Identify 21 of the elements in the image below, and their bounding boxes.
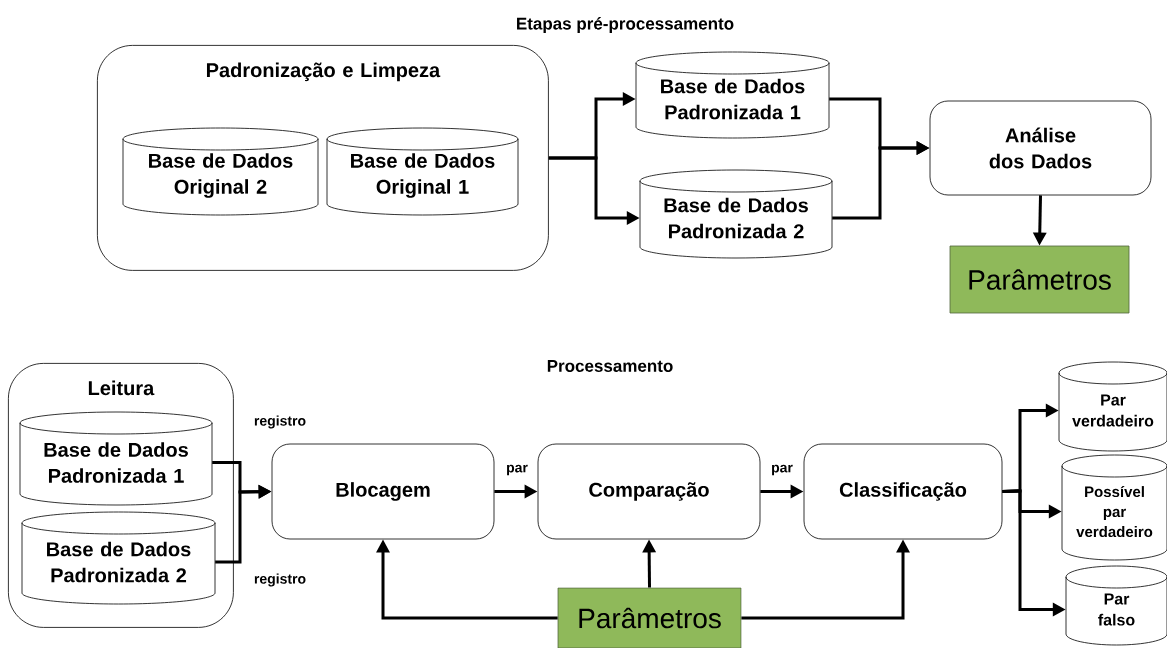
database-cylinder: Base de Dados Padronizada 2 [639,169,833,259]
database-cylinder: Base de Dados Padronizada 2 [21,511,216,605]
section-heading: Processamento [547,360,673,372]
edge-label: registro [252,572,308,588]
parameter-box: Parâmetros [557,587,742,648]
edge-label: par [505,463,529,477]
database-cylinder: Base de Dados Original 2 [122,127,319,216]
database-cylinder: Base de Dados Padronizada 1 [19,411,213,506]
title: Etapas pré-processamento [517,17,734,33]
edge-label: registro [252,414,308,430]
parameter-box: Parâmetros [949,245,1130,314]
process-box: Comparação [537,443,761,540]
process-box: Classificação [803,443,1003,540]
database-cylinder: Par verdadeiro [1058,361,1167,452]
edge-label: par [770,463,794,477]
database-cylinder: Base de Dados Padronizada 1 [635,51,830,139]
database-cylinder: Base de Dados Original 1 [326,127,519,216]
process-box: Blocagem [271,443,495,540]
process-box: Análise dos Dados [929,100,1152,196]
database-cylinder: Par falso [1065,565,1167,646]
database-cylinder: Possível par verdadeiro [1061,454,1167,561]
